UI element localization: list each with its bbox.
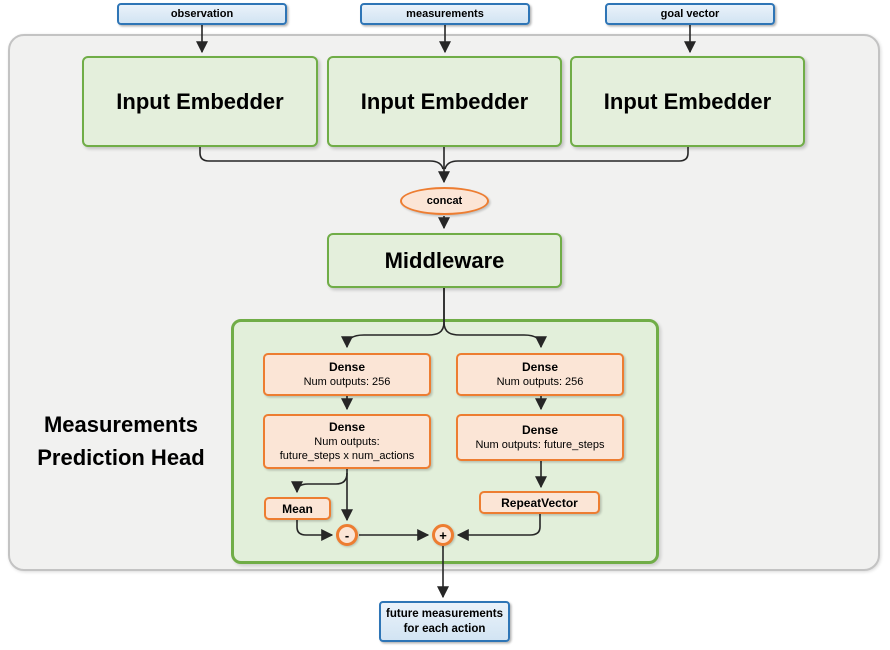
input-embedder-goal-vector: Input Embedder (570, 56, 805, 147)
dense-title: Dense (328, 360, 366, 374)
middleware-node: Middleware (327, 233, 562, 288)
plus-operator: + (432, 524, 454, 546)
input-embedder-measurements: Input Embedder (327, 56, 562, 147)
input-label-observation: observation (117, 3, 287, 25)
output-line2: for each action (403, 622, 486, 635)
dense-right-256: Dense Num outputs: 256 (456, 353, 624, 396)
dense-left-actions: Dense Num outputs: future_steps x num_ac… (263, 414, 431, 469)
input-embedder-label: Input Embedder (360, 88, 529, 114)
head-title-line1: Measurements (43, 412, 199, 437)
input-label-measurements-text: measurements (406, 7, 484, 20)
input-label-goal-vector: goal vector (605, 3, 775, 25)
head-title: Measurements Prediction Head (22, 408, 220, 474)
dense-num-outputs: Num outputs: (314, 436, 380, 448)
minus-operator: - (336, 524, 358, 546)
output-line1: future measurements (386, 607, 503, 620)
mean-node: Mean (264, 497, 331, 520)
concat-label: concat (426, 195, 463, 207)
dense-title: Dense (521, 360, 559, 374)
mean-label: Mean (282, 501, 313, 516)
input-label-goal-vector-text: goal vector (660, 7, 720, 20)
repeat-vector-label: RepeatVector (501, 495, 578, 510)
input-label-observation-text: observation (170, 7, 234, 20)
input-embedder-label: Input Embedder (116, 88, 284, 114)
dense-right-future-steps: Dense Num outputs: future_steps (456, 414, 624, 461)
concat-node: concat (400, 187, 489, 215)
repeat-vector-node: RepeatVector (479, 491, 600, 514)
plus-glyph: + (439, 527, 447, 543)
dense-num-outputs: Num outputs: 256 (496, 376, 584, 388)
dense-title: Dense (521, 423, 559, 437)
input-embedder-label: Input Embedder (603, 88, 772, 114)
middleware-label: Middleware (384, 247, 505, 273)
output-label-box: future measurements for each action (379, 601, 510, 642)
dense-title: Dense (328, 420, 366, 434)
dense-left-256: Dense Num outputs: 256 (263, 353, 431, 396)
head-title-line2: Prediction Head (37, 445, 205, 470)
dense-num-outputs-value: future_steps x num_actions (279, 450, 415, 462)
dense-num-outputs: Num outputs: future_steps (475, 439, 605, 451)
input-embedder-observation: Input Embedder (82, 56, 318, 147)
input-label-measurements: measurements (360, 3, 530, 25)
minus-glyph: - (344, 527, 350, 543)
dense-num-outputs: Num outputs: 256 (303, 376, 391, 388)
